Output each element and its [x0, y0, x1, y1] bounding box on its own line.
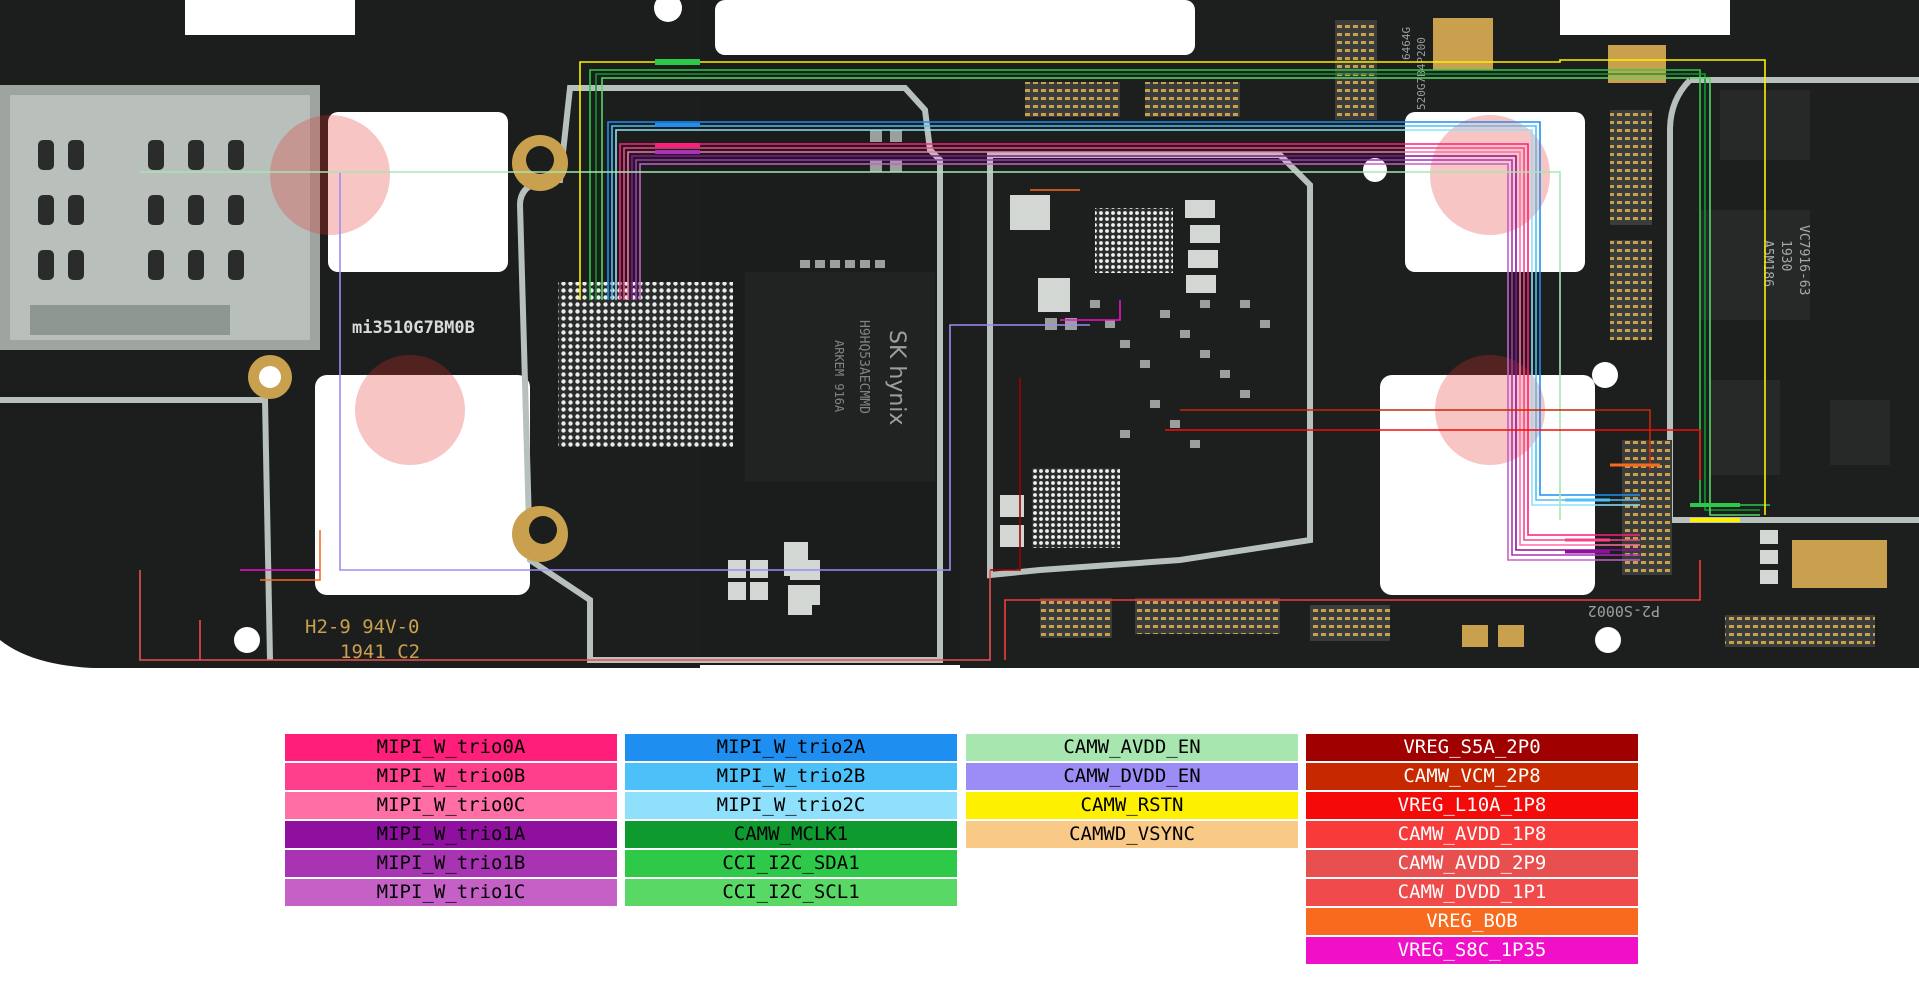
legend-item: MIPI_W_trio0A [285, 734, 617, 761]
pcb-board-diagram: SK hynix H9HQ53AECMMD ARKEM 916A VC7916-… [0, 0, 1919, 670]
legend-item: MIPI_W_trio1B [285, 850, 617, 877]
svg-text:H9HQ53AECMMD: H9HQ53AECMMD [856, 320, 871, 414]
legend-item: CAMWD_VSYNC [966, 821, 1298, 848]
signal-traces [139, 59, 1770, 661]
legend-item: MIPI_W_trio0C [285, 792, 617, 819]
svg-text:VC7916-63: VC7916-63 [1796, 225, 1811, 295]
legend-item: CAMW_AVDD_EN [966, 734, 1298, 761]
legend-item: MIPI_W_trio2B [625, 763, 957, 790]
legend-item: MIPI_W_trio2A [625, 734, 957, 761]
legend-item: CAMW_AVDD_2P9 [1306, 850, 1638, 877]
legend-item: CCI_I2C_SCL1 [625, 879, 957, 906]
svg-text:1930: 1930 [1778, 240, 1793, 271]
camera-ic-bga-pads [1032, 468, 1120, 548]
legend-item: CAMW_DVDD_EN [966, 763, 1298, 790]
svg-text:mi3510G7BM0B: mi3510G7BM0B [352, 318, 475, 338]
legend-item: VREG_BOB [1306, 908, 1638, 935]
legend-item: VREG_L10A_1P8 [1306, 792, 1638, 819]
legend-item: VREG_S5A_2P0 [1306, 734, 1638, 761]
sim-tray [0, 85, 320, 350]
svg-text:H2-9 94V-0: H2-9 94V-0 [305, 616, 419, 638]
soc-bga-pads [558, 282, 733, 447]
svg-text:1941 C2: 1941 C2 [340, 641, 420, 663]
legend-item: MIPI_W_trio1C [285, 879, 617, 906]
hynix-memory-chip: SK hynix H9HQ53AECMMD ARKEM 916A [745, 272, 935, 482]
board-right-section [960, 0, 1919, 670]
legend-item: CAMW_AVDD_1P8 [1306, 821, 1638, 848]
svg-text:A5M186: A5M186 [1760, 240, 1775, 287]
legend-item: MIPI_W_trio2C [625, 792, 957, 819]
svg-text:SK hynix: SK hynix [884, 330, 909, 425]
connectors [1025, 20, 1875, 647]
pmic-bga-pads [1095, 208, 1173, 273]
chip-vc7916 [1700, 210, 1810, 320]
legend-item: CCI_I2C_SDA1 [625, 850, 957, 877]
legend-item: CAMW_DVDD_1P1 [1306, 879, 1638, 906]
legend-item: MIPI_W_trio1A [285, 821, 617, 848]
legend-item: VREG_S8C_1P35 [1306, 937, 1638, 964]
legend-item: CAMW_MCLK1 [625, 821, 957, 848]
svg-text:6464G: 6464G [1400, 27, 1413, 60]
svg-text:ARKEM 916A: ARKEM 916A [832, 340, 846, 413]
legend-item: MIPI_W_trio0B [285, 763, 617, 790]
legend-item: CAMW_VCM_2P8 [1306, 763, 1638, 790]
svg-text:P2-S0002: P2-S0002 [1588, 602, 1660, 620]
legend-item: CAMW_RSTN [966, 792, 1298, 819]
